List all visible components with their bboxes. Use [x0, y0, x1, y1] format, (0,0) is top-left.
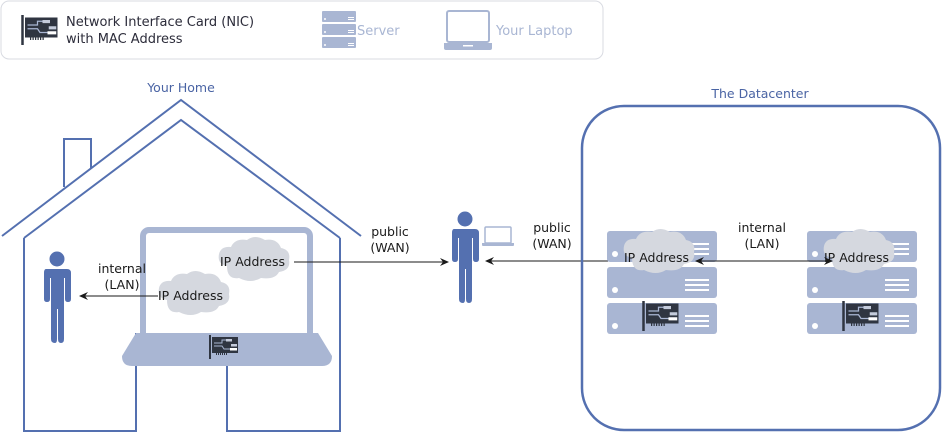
roof-inner	[23, 118, 341, 239]
datacenter-lan-label-line2: (LAN)	[745, 236, 780, 251]
legend-nic-label-line2: with MAC Address	[66, 32, 183, 47]
wan-left-label-line2: (WAN)	[370, 240, 409, 255]
home-right-wall	[226, 238, 341, 432]
laptop-icon	[444, 10, 492, 50]
datacenter-lan-label-line1: internal	[738, 220, 786, 235]
home-left-wall	[23, 238, 137, 432]
user-laptop-icon	[482, 226, 514, 246]
home-title: Your Home	[146, 80, 215, 95]
home-person-icon	[44, 251, 71, 343]
legend-server-label: Server	[357, 24, 400, 39]
legend-nic-label-line1: Network Interface Card (NIC)	[66, 15, 254, 30]
home: Your Home	[1, 80, 362, 432]
datacenter-title: The Datacenter	[710, 86, 809, 101]
home-internal-ip-label: IP Address	[158, 288, 223, 303]
user-person-icon	[452, 211, 479, 303]
home-lan-label-line1: internal	[98, 261, 146, 276]
wan-right-label-line2: (WAN)	[532, 236, 571, 251]
chimney	[63, 138, 92, 187]
datacenter: The Datacenter	[580, 86, 942, 432]
home-lan-label-line2: (LAN)	[105, 277, 140, 292]
server-2-ip-label: IP Address	[824, 250, 889, 265]
legend: Network Interface Card (NIC) with MAC Ad…	[0, 0, 604, 60]
legend-laptop-label: Your Laptop	[495, 24, 573, 39]
wan-left-label-line1: public	[371, 224, 409, 239]
server-1-ip-label: IP Address	[624, 250, 689, 265]
server-icon	[322, 11, 356, 48]
wan-right-label-line1: public	[533, 220, 571, 235]
roof-outer	[1, 98, 362, 237]
home-public-ip-label: IP Address	[220, 254, 285, 269]
